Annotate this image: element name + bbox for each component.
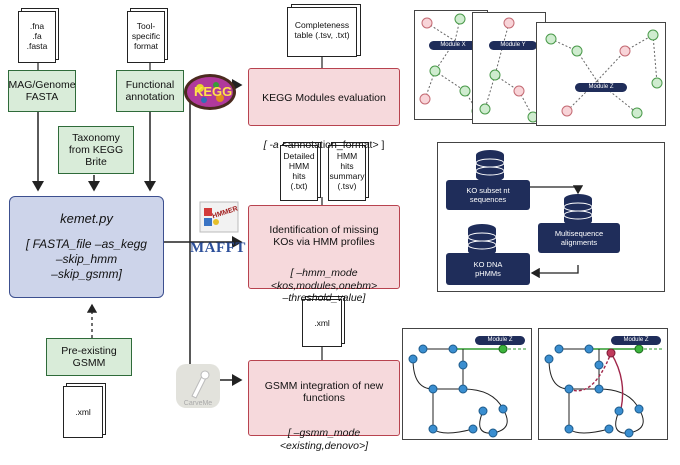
taxonomy-label: Taxonomy from KEGG Brite	[68, 132, 124, 168]
kemet-title: kemet.py	[60, 211, 113, 226]
module-x-label: Module X	[429, 41, 477, 50]
kegg-args-prefix: [ -a	[263, 139, 282, 151]
hmm-summary-text: HMM hits summary (.tsv)	[329, 151, 365, 191]
mafft-logo: MAFFT	[190, 240, 246, 256]
hmmer-logo: HMMER	[198, 200, 240, 234]
svg-text:KEGG: KEGG	[194, 84, 232, 99]
completeness-text: Completeness table (.tsv, .txt)	[294, 20, 350, 40]
kegg-args-value: <annotation_format> ]	[281, 139, 385, 151]
detailed-hmm-document: Detailed HMM hits (.txt)	[280, 145, 318, 201]
preexisting-gsmm-box: Pre-existing GSMM	[46, 338, 132, 376]
gsmm-left-panel: Module Z	[402, 328, 532, 440]
fasta-extensions: .fna .fa .fasta	[26, 21, 48, 51]
hmm-step-title: Identification of missing KOs via HMM pr…	[269, 223, 379, 249]
ko-dna-label: KO DNA pHMMs	[446, 253, 530, 285]
hmm-step: Identification of missing KOs via HMM pr…	[248, 205, 400, 304]
kegg-logo: KEGG	[182, 72, 238, 112]
functional-annotation-label: Functional annotation	[125, 79, 175, 103]
preexisting-gsmm-label: Pre-existing GSMM	[61, 345, 117, 369]
xml-text: .xml	[75, 407, 91, 417]
detailed-hmm-text: Detailed HMM hits (.txt)	[283, 151, 315, 191]
hmm-step-args: [ –hmm_mode <kos,modules,onebm> –thresho…	[270, 267, 378, 304]
gsmm-step-title: GSMM integration of new functions	[264, 379, 384, 405]
ko-dna-database-icon	[467, 224, 497, 256]
fasta-document: .fna .fa .fasta	[18, 11, 56, 63]
kemet-main-box: kemet.py [ FASTA_file –as_kegg –skip_hmm…	[9, 196, 164, 298]
gsmm-right-module-z: Module Z	[611, 336, 661, 345]
carveme-logo: CarveMe	[172, 362, 224, 412]
kemet-args-line1: [ FASTA_file –as_kegg	[26, 237, 147, 251]
gsmm-xml-document: .xml	[302, 299, 342, 347]
gsmm-xml-text: .xml	[314, 318, 330, 328]
hmm-workflow-panel: KO subset nt sequences Multisequence ali…	[437, 142, 665, 292]
msa-label: Multisequence alignments	[538, 223, 620, 253]
tool-document: Tool- specific format	[127, 11, 165, 63]
carveme-text: CarveMe	[183, 400, 213, 407]
kegg-step-args: [ -a <annotation_format> ]	[249, 127, 399, 152]
completeness-document: Completeness table (.tsv, .txt)	[287, 7, 357, 57]
xml-document: .xml	[63, 386, 103, 438]
functional-annotation-box: Functional annotation	[116, 70, 184, 112]
gsmm-left-module-z: Module Z	[475, 336, 525, 345]
kegg-step-title: KEGG Modules evaluation	[262, 91, 386, 104]
gsmm-step: GSMM integration of new functions [ –gsm…	[248, 360, 400, 452]
gsmm-step-args: [ –gsmm_mode <existing,denovo>]	[279, 427, 369, 452]
ko-subset-database-icon	[475, 150, 505, 182]
ko-subset-label: KO subset nt sequences	[446, 180, 530, 210]
hmm-summary-document: HMM hits summary (.tsv)	[328, 145, 366, 201]
tool-format-text: Tool- specific format	[131, 21, 161, 51]
module-z-label: Module Z	[575, 83, 627, 92]
gsmm-right-panel: Module Z	[538, 328, 668, 440]
kegg-modules-step: KEGG Modules evaluation [ -a <annotation…	[248, 68, 400, 151]
mag-genome-box: MAG/Genome FASTA	[8, 70, 76, 112]
module-z-panel: Module Z	[536, 22, 666, 126]
mag-genome-label: MAG/Genome FASTA	[8, 79, 76, 103]
kemet-args-line3: –skip_gsmm]	[51, 267, 122, 281]
msa-database-icon	[563, 194, 593, 226]
kemet-args-line2: –skip_hmm	[55, 252, 118, 266]
module-y-label: Module Y	[489, 41, 537, 50]
taxonomy-box: Taxonomy from KEGG Brite	[58, 126, 134, 174]
module-y-panel: Module Y	[472, 12, 546, 124]
